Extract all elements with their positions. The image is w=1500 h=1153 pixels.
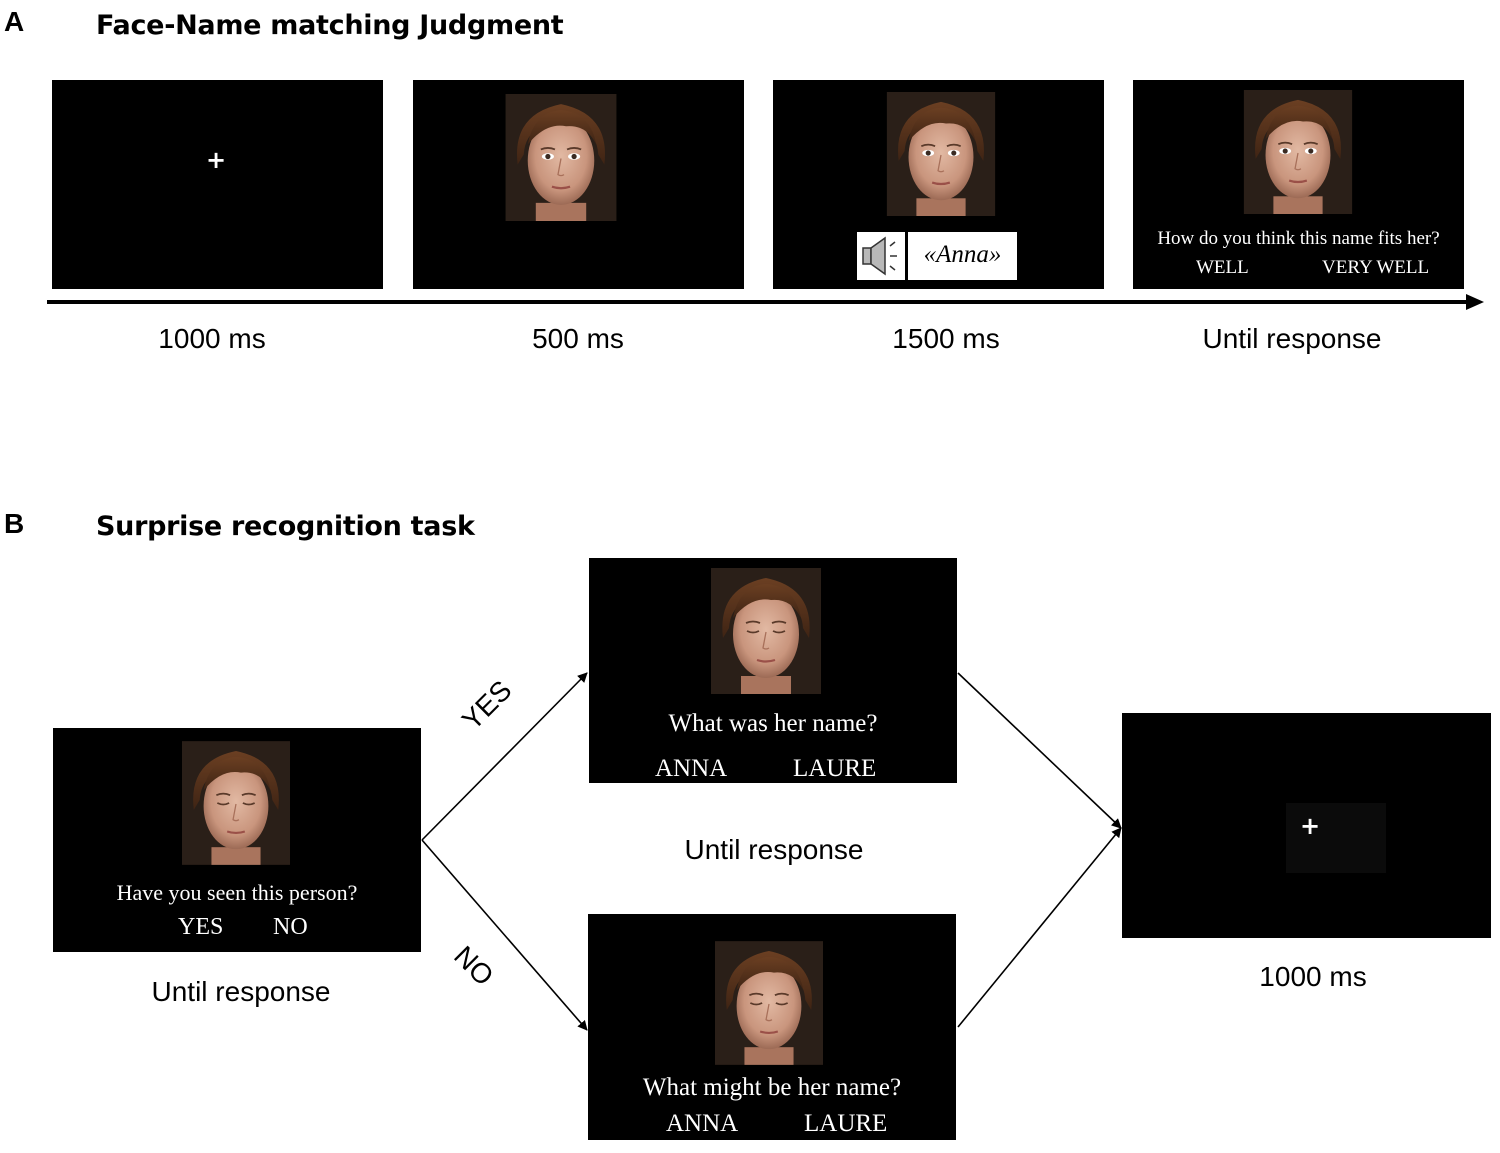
speaker-icon [862,236,897,276]
screen-final-fixation: + [1122,713,1491,938]
face-image-eyes-closed [711,560,821,702]
name-guess-question: What might be her name? [642,1074,902,1101]
face-image [505,94,617,221]
branch-label-yes: YES [456,674,518,736]
face-image-eyes-closed [182,732,290,874]
screen-fixation: + [52,80,383,289]
option-yes: YES [178,914,224,940]
screen-question: How do you think this name fits her? WEL… [1133,80,1464,289]
name-box: «Anna» [908,232,1017,280]
panel-b-letter: B [4,508,25,539]
branch-label-no: NO [448,940,500,992]
seen-question: Have you seen this person? [116,880,358,905]
arrow-to-no [421,839,588,1031]
screen-yes-branch: What was her name? ANNA LAURE [589,558,957,783]
name-label: «Anna» [923,241,1002,268]
timing-recognition: Until response [151,976,331,1007]
option-anna: ANNA [666,1110,739,1137]
timing-face: 500 ms [532,323,624,354]
face-image-eyes-closed [715,932,823,1074]
timing-final-fixation: 1000 ms [1259,961,1367,992]
timing-name-choice: Until response [684,834,864,865]
screen-no-branch: What might be her name? ANNA LAURE [588,914,956,1140]
timing-response: Until response [1202,323,1382,354]
option-no: NO [273,914,308,940]
face-image [886,92,996,216]
option-laure: LAURE [804,1110,888,1137]
timeline-arrow [47,294,1484,310]
speaker-box [857,232,905,280]
option-anna: ANNA [655,755,728,782]
face-image [1242,90,1354,214]
option-laure: LAURE [793,755,877,782]
screen-face-name-audio: «Anna» [773,80,1104,289]
panel-b-title: Surprise recognition task [96,511,475,542]
fixation-patch [1286,803,1386,873]
panel-a-title: Face-Name matching Judgment [96,10,564,41]
name-recall-question: What was her name? [668,710,878,737]
arrow-no-to-fixation [957,827,1122,1028]
screen-face [413,80,744,289]
arrow-yes-to-fixation [957,672,1122,829]
panel-a-letter: A [4,6,25,37]
fit-question: How do you think this name fits her? [1157,228,1440,249]
timing-name: 1500 ms [892,323,1000,354]
screen-recognition: Have you seen this person? YES NO [53,728,421,952]
option-very-well: VERY WELL [1322,257,1430,278]
fixation-cross: + [1300,812,1321,840]
timing-fixation: 1000 ms [158,323,266,354]
fixation-cross: + [206,146,227,174]
option-well: WELL [1196,257,1249,278]
